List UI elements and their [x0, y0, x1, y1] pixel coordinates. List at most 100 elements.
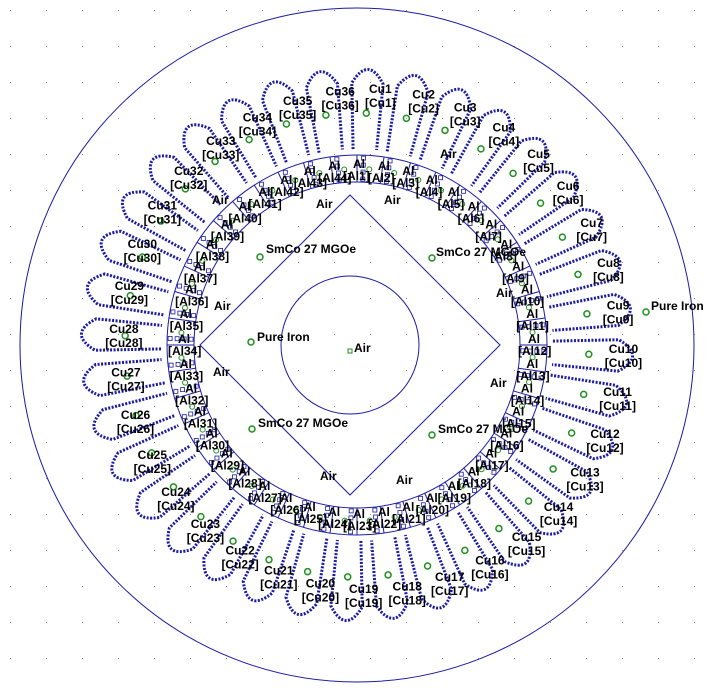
coil-marker-icon — [585, 350, 593, 359]
grid-dot — [10, 46, 11, 47]
grid-dot — [46, 658, 47, 659]
grid-dot — [406, 550, 407, 551]
grid-dot — [586, 622, 587, 623]
coil-group-label: [Cu24] — [157, 499, 194, 513]
mesh-node — [214, 455, 220, 461]
coil-group-label: [Cu17] — [431, 584, 468, 598]
grid-dot — [10, 154, 11, 155]
coil-marker-icon — [211, 157, 219, 166]
slot-conductor-group-label: [Al34] — [168, 344, 201, 358]
conductor-marker-icon — [229, 466, 236, 473]
mesh-node — [285, 176, 291, 182]
conductor-marker-icon — [415, 177, 422, 184]
grid-dot — [406, 478, 407, 479]
rotor-core-diamond — [199, 194, 501, 496]
slot-conductor-group-label: [Al27] — [248, 491, 281, 505]
slot-wall — [196, 432, 221, 449]
grid-dot — [154, 118, 155, 119]
coil-loop — [329, 539, 364, 623]
slot-conductor-group-label: [Al9] — [502, 271, 529, 285]
grid-dot — [478, 622, 479, 623]
coil-loop — [304, 70, 344, 153]
mesh-node — [217, 215, 223, 221]
mesh-node — [336, 177, 342, 183]
mesh-node — [491, 437, 496, 442]
grid-dot — [334, 442, 335, 443]
grid-dot — [622, 514, 623, 515]
grid-dot — [406, 10, 407, 11]
coil-loop — [350, 67, 385, 151]
block-labels: Pure Iron Pure Iron Air SmCo 27 MGOe SmC… — [105, 82, 703, 610]
grid-dot — [298, 442, 299, 443]
shaft-label: Air — [347, 341, 371, 355]
grid-dot — [226, 622, 227, 623]
grid-dot — [118, 154, 119, 155]
slot-wall — [183, 265, 209, 278]
coil-marker-icon — [362, 109, 371, 117]
grid-dot — [82, 586, 83, 587]
grid-dot — [622, 190, 623, 191]
grid-dot — [514, 10, 515, 11]
mesh-node — [515, 301, 521, 307]
grid-dot — [118, 406, 119, 407]
coil-group-label: [Cu34] — [239, 125, 276, 139]
grid-dot — [658, 622, 659, 623]
grid-dot — [694, 154, 695, 155]
coil-label: Cu18 — [393, 580, 423, 594]
mesh-node — [521, 426, 527, 431]
mesh-node — [483, 238, 489, 244]
coil-marker-icon — [495, 524, 503, 533]
grid-dot — [226, 190, 227, 191]
grid-dot — [478, 226, 479, 227]
slot-wall — [402, 162, 412, 189]
slot-conductor-material: Al — [448, 185, 460, 199]
grid-dot — [82, 46, 83, 47]
grid-dot — [262, 550, 263, 551]
grid-dot — [478, 658, 479, 659]
grid-dot — [694, 478, 695, 479]
slot-wall — [505, 412, 531, 425]
grid-dot — [442, 370, 443, 371]
grid-dot — [118, 298, 119, 299]
coil-group-label: [Cu16] — [471, 567, 508, 581]
mesh-node — [507, 278, 513, 284]
coil-marker-icon — [477, 145, 485, 153]
mesh-node — [250, 213, 256, 219]
grid-dot — [514, 406, 515, 407]
mesh-node — [413, 165, 419, 170]
grid-dot — [694, 190, 695, 191]
coil-loop — [148, 154, 222, 224]
mesh-node — [193, 438, 199, 443]
grid-dot — [82, 118, 83, 119]
grid-dot — [658, 262, 659, 263]
conductor-marker-icon — [415, 506, 422, 513]
block-marker-icon — [247, 338, 255, 346]
mesh-node — [535, 296, 541, 302]
grid-dot — [478, 190, 479, 191]
coil-loop — [436, 511, 495, 592]
coil-label: Cu16 — [475, 553, 505, 567]
coil-group-label: [Cu9] — [603, 312, 634, 326]
grid-dot — [478, 46, 479, 47]
coil-group-label: [Cu32] — [170, 178, 207, 192]
grid-dot — [190, 658, 191, 659]
coil-marker-icon — [567, 429, 576, 437]
grid-dot — [262, 442, 263, 443]
coil-marker-icon — [265, 555, 273, 564]
coil-marker-icon — [147, 449, 156, 457]
outer-region-material: Pure Iron — [651, 299, 704, 313]
mesh-node — [173, 388, 179, 394]
grid-dot — [406, 658, 407, 659]
coil-group-label: [Cu28] — [105, 336, 142, 350]
mesh-node — [282, 169, 288, 175]
grid-dot — [298, 82, 299, 83]
coil-label: Cu8 — [597, 256, 620, 270]
grid-dot — [10, 406, 11, 407]
grid-dot — [658, 154, 659, 155]
conductor-marker-icon — [478, 466, 485, 473]
conductor-marker-icon — [292, 506, 299, 513]
grid-dot — [46, 46, 47, 47]
coil-label: Cu35 — [283, 94, 313, 108]
conductor-marker-icon — [494, 236, 501, 243]
mesh-node — [256, 484, 261, 490]
